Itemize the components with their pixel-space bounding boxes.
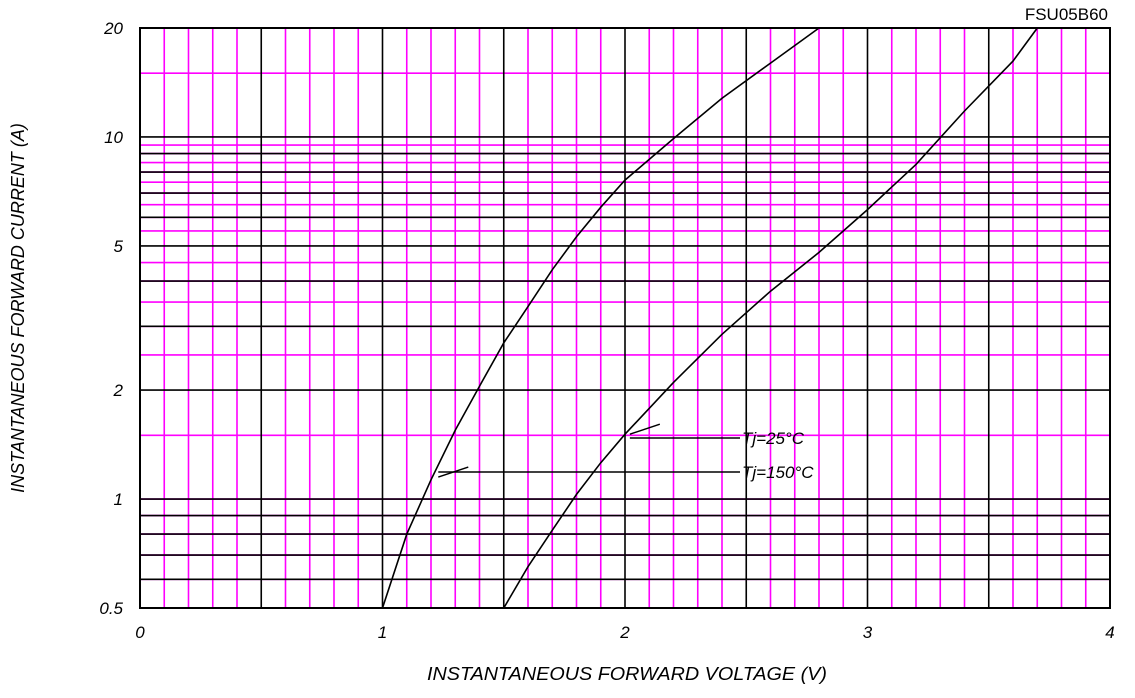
part-number-label: FSU05B60: [1025, 5, 1108, 24]
x-tick-label: 3: [863, 623, 873, 642]
annotation-label: Tj=150°C: [742, 463, 814, 482]
y-tick-label: 2: [113, 381, 124, 400]
y-tick-labels: 0.5 1 2 5 10 20: [99, 19, 123, 618]
y-tick-label: 1: [114, 490, 123, 509]
plot-frame: [139, 27, 1111, 609]
major-grid: [140, 28, 1110, 608]
curves: [381, 27, 1038, 609]
x-tick-label: 2: [619, 623, 630, 642]
annotation-pointer: [629, 423, 661, 435]
series-line: [503, 27, 1038, 609]
x-axis-title: INSTANTANEOUS FORWARD VOLTAGE (V): [427, 664, 827, 684]
x-tick-labels: 0 1 2 3 4: [135, 623, 1114, 642]
y-tick-label: 0.5: [99, 599, 123, 618]
annotations: Tj=25°C Tj=150°C: [438, 423, 814, 482]
y-tick-label: 10: [104, 128, 123, 147]
y-tick-label: 5: [114, 237, 124, 256]
x-tick-label: 4: [1105, 623, 1114, 642]
x-tick-label: 1: [378, 623, 387, 642]
x-tick-label: 0: [135, 623, 145, 642]
y-tick-label: 20: [103, 19, 123, 38]
series-line: [381, 27, 820, 609]
y-axis-title: INSTANTANEOUS FORWARD CURRENT (A): [8, 123, 28, 493]
annotation-label: Tj=25°C: [742, 429, 805, 448]
